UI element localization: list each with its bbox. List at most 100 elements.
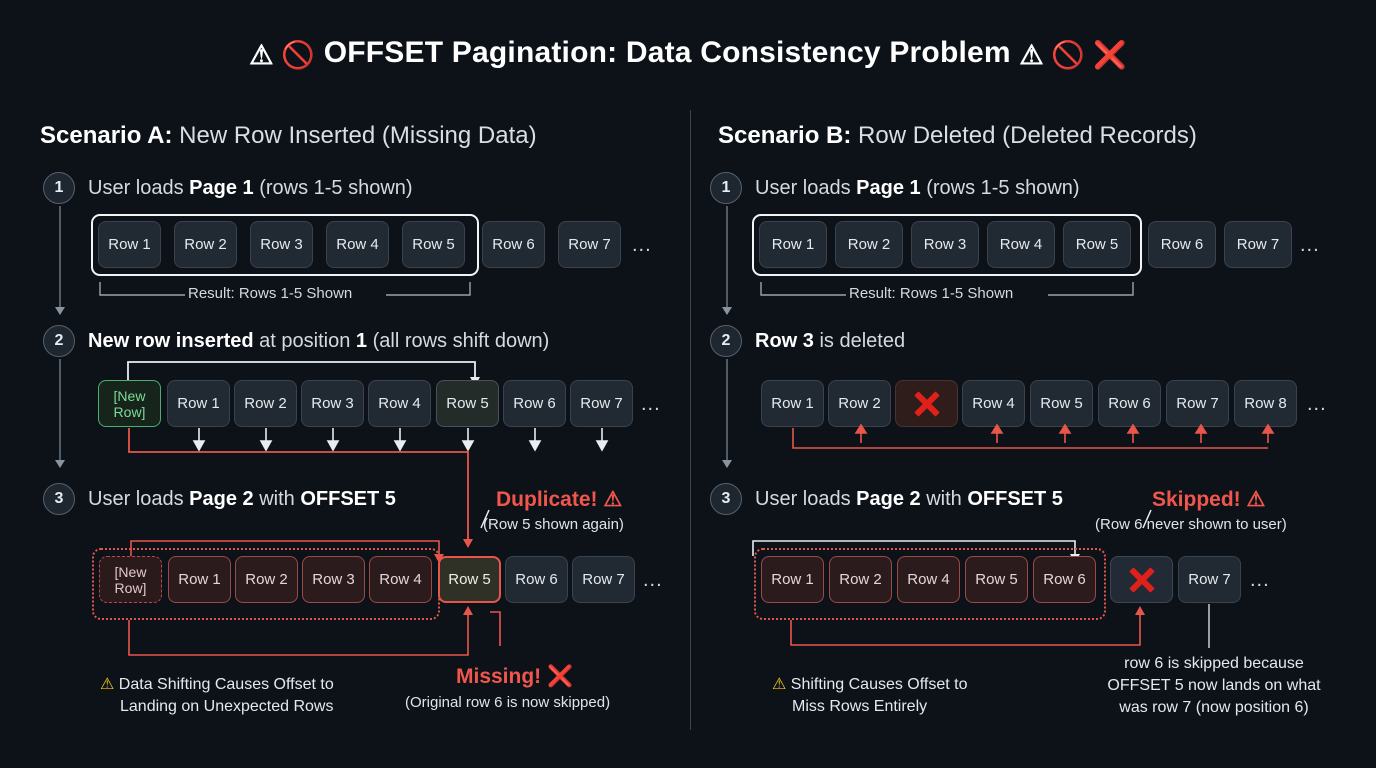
ellipsis-a1: ... [632,234,652,256]
step-b1-pre: User loads [755,177,857,199]
row-box[interactable]: Row 3 [302,556,365,603]
step-a1-pre: User loads [88,177,190,199]
footnote-b-line1: Shifting Causes Offset to [790,676,968,693]
scenario-a-heading-bold: Scenario A: [40,122,173,149]
row-box[interactable]: Row 5 [965,556,1028,603]
new-row-box-a2[interactable]: [New Row] [98,380,161,427]
row-box[interactable]: Row 4 [897,556,960,603]
row-box[interactable]: Row 4 [962,380,1025,427]
row-box[interactable]: Row 5 [1030,380,1093,427]
row-box[interactable]: Row 4 [987,221,1055,268]
ellipsis-a3: ... [643,569,663,591]
row-box[interactable]: Row 8 [1234,380,1297,427]
step-b2-post: is deleted [813,330,906,352]
step-label-a3: User loads Page 2 with OFFSET 5 [88,488,396,511]
duplicate-subtext: (Row 5 shown again) [483,516,624,533]
skipped-subtext: (Row 6 never shown to user) [1095,516,1287,533]
row-box[interactable]: Row 6 [505,556,568,603]
step-circle-a3: 3 [43,483,75,515]
step-b3-bold2: OFFSET 5 [967,488,1063,510]
step-circle-a1: 1 [43,172,75,204]
result-label-a1: Result: Rows 1-5 Shown [188,285,353,302]
row-box[interactable]: Row 1 [759,221,827,268]
connector-b2-b3 [723,359,731,468]
panel-divider [690,110,691,730]
row-box[interactable]: Row 7 [558,221,621,268]
step-b3-bold: Page 2 [856,488,921,510]
step-b1-post: (rows 1-5 shown) [920,177,1080,199]
connector-a1-a2 [56,206,64,315]
page-title: ⚠ 🚫 OFFSET Pagination: Data Consistency … [0,36,1376,71]
page1-selection-a [91,214,479,276]
step-a2-post: (all rows shift down) [367,330,550,352]
step-circle-a2: 2 [43,325,75,357]
row-box[interactable]: Row 7 [1166,380,1229,427]
ellipsis-b3: ... [1250,569,1270,591]
row-box-highlight[interactable]: Row 5 [436,380,499,427]
row-box[interactable]: Row 3 [911,221,979,268]
new-row-line2: Row] [113,403,146,420]
row-box[interactable]: Row 4 [368,380,431,427]
row-box[interactable]: Row 6 [503,380,566,427]
step-label-a2: New row inserted at position 1 (all rows… [88,330,549,353]
row-box[interactable]: Row 2 [828,380,891,427]
row-box[interactable]: Row 5 [402,221,465,268]
warning-icon: ⚠ 🚫 [249,40,316,70]
delete-x-icon [912,389,942,419]
row-box[interactable]: Row 7 [570,380,633,427]
row-box[interactable]: Row 6 [1098,380,1161,427]
missing-subtext: (Original row 6 is now skipped) [405,694,611,711]
step-a3-mid: with [253,488,301,510]
skipped-callout: Skipped! ⚠ [1152,488,1266,511]
row-box[interactable]: Row 7 [1224,221,1292,268]
connector-a2-a3 [56,359,64,468]
new-row-line1: [New [113,387,146,404]
skip-explain-line1: row 6 is skipped because [1124,655,1304,672]
row-box-skipped[interactable] [1110,556,1173,603]
ellipsis-b1: ... [1300,234,1320,256]
row-box[interactable]: Row 1 [98,221,161,268]
ellipsis-b2: ... [1307,393,1327,415]
row-box[interactable]: Row 6 [1033,556,1096,603]
row-box[interactable]: Row 6 [482,221,545,268]
step-a3-pre: User loads [88,488,190,510]
row-box[interactable]: Row 2 [235,556,298,603]
step-b3-mid: with [920,488,968,510]
row-box[interactable]: Row 1 [167,380,230,427]
scenario-a-heading: Scenario A: New Row Inserted (Missing Da… [40,122,537,150]
result-label-b1: Result: Rows 1-5 Shown [849,285,1014,302]
row-box[interactable]: Row 2 [829,556,892,603]
step-circle-b1: 1 [710,172,742,204]
row-box[interactable]: Row 1 [168,556,231,603]
row-box-deleted[interactable] [895,380,958,427]
scenario-b-heading-rest: Row Deleted (Deleted Records) [851,122,1197,149]
row-box[interactable]: Row 3 [250,221,313,268]
new-row-box-a3[interactable]: [New Row] [99,556,162,603]
error-icons: ⚠ 🚫 ❌ [1019,40,1127,70]
row-box[interactable]: Row 4 [326,221,389,268]
row-box[interactable]: Row 1 [761,556,824,603]
skip-explanation-b: row 6 is skipped because OFFSET 5 now la… [1069,653,1359,719]
footnote-a-line1: Data Shifting Causes Offset to [118,676,334,693]
row-box[interactable]: Row 7 [1178,556,1241,603]
step-label-a1: User loads Page 1 (rows 1-5 shown) [88,177,413,200]
row-box[interactable]: Row 6 [1148,221,1216,268]
skipped-x-icon [1127,565,1157,595]
step-label-b2: Row 3 is deleted [755,330,905,353]
step-a2-bold2: 1 [355,330,368,352]
row-box[interactable]: Row 2 [234,380,297,427]
row-box[interactable]: Row 2 [174,221,237,268]
row-box[interactable]: Row 7 [572,556,635,603]
row-box[interactable]: Row 4 [369,556,432,603]
ellipsis-a2: ... [641,393,661,415]
row-box[interactable]: Row 1 [761,380,824,427]
step-a2-bold: New row inserted [88,330,254,352]
row-box[interactable]: Row 3 [301,380,364,427]
row-box-duplicate[interactable]: Row 5 [438,556,501,603]
footnote-b-line2: Miss Rows Entirely [792,698,928,715]
step-b2-bold: Row 3 [755,330,814,352]
step-circle-b2: 2 [710,325,742,357]
row-box[interactable]: Row 2 [835,221,903,268]
row-box[interactable]: Row 5 [1063,221,1131,268]
